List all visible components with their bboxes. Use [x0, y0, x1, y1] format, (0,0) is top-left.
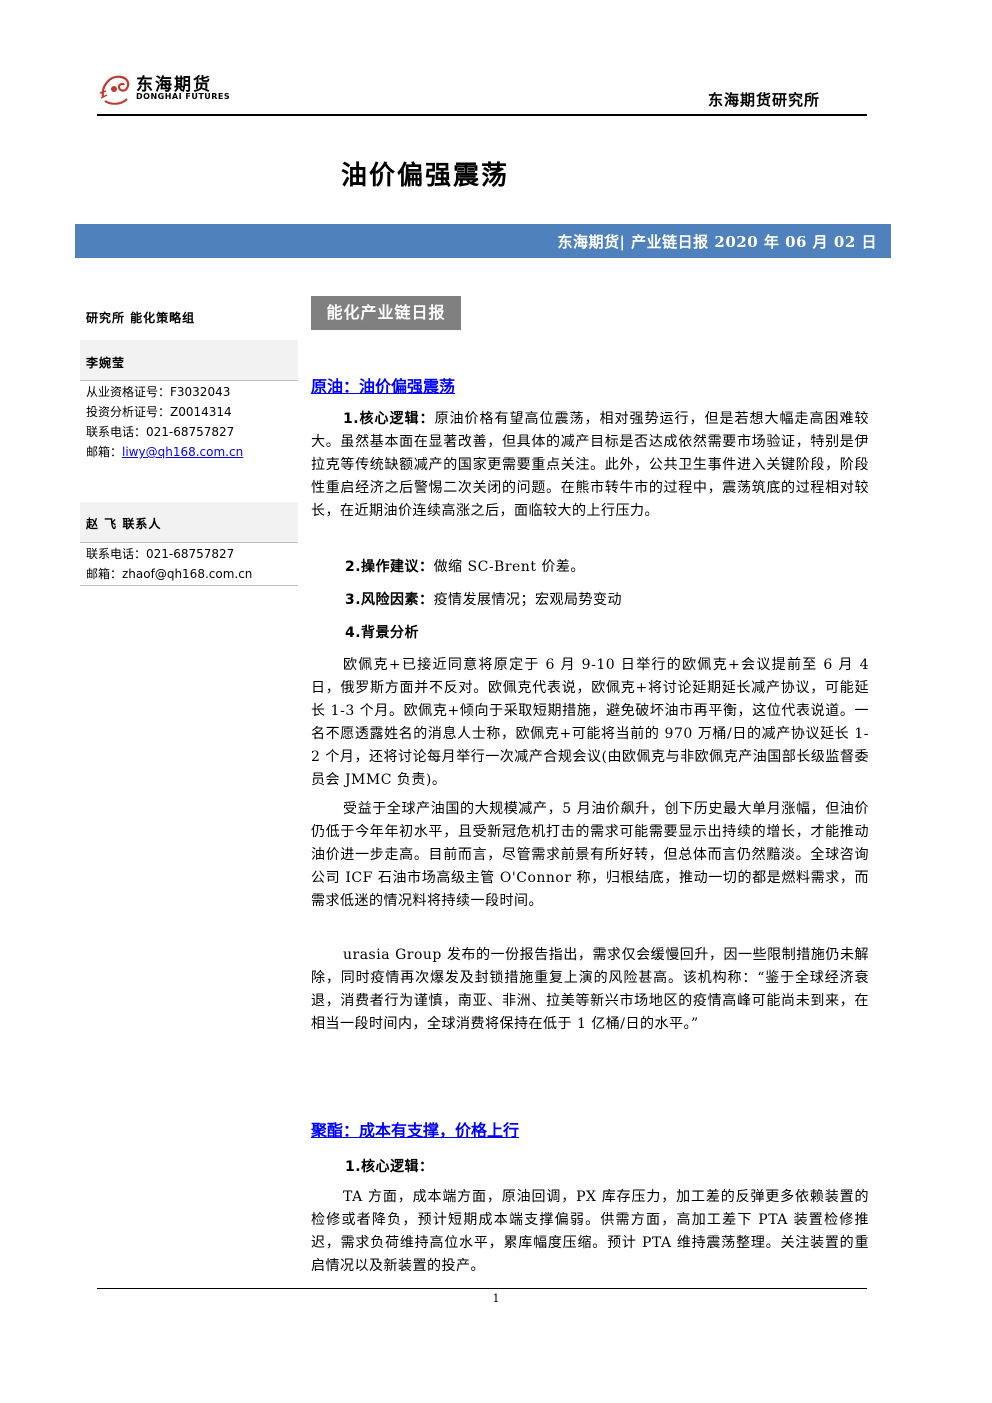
analyst2-phone: 联系电话：021-68757827	[86, 547, 235, 561]
analyst1-phone: 联系电话：021-68757827	[86, 425, 235, 439]
section-heading-crude[interactable]: 原油：油价偏强震荡	[311, 377, 456, 396]
crude-risk: 3.风险因素：疫情发展情况；宏观局势变动	[345, 589, 622, 609]
analyst1-info: 从业资格证号：F3032043 投资分析证号：Z0014314 联系电话：021…	[86, 382, 243, 462]
analyst2-email: 邮箱：zhaof@qh168.com.cn	[86, 567, 253, 581]
crude-item4-label: 4.背景分析	[345, 625, 420, 641]
analyst2-name-box	[80, 502, 298, 542]
crude-item3-label: 3.风险因素：	[345, 592, 434, 608]
report-banner	[75, 224, 891, 258]
page-title: 油价偏强震荡	[341, 161, 510, 191]
analyst1-name: 李婉莹	[86, 356, 126, 370]
crude-paragraph-1: 欧佩克+已接近同意将原定于 6 月 9-10 日举行的欧佩克+会议提前至 6 月…	[311, 657, 869, 788]
analyst1-email-row: 邮箱：liwy@qh168.com.cn	[86, 442, 243, 462]
donghai-logo	[99, 75, 130, 105]
analyst1-invest: 投资分析证号：Z0014314	[86, 405, 232, 419]
analyst1-name-box	[80, 340, 298, 380]
analyst1-email-link[interactable]: liwy@qh168.com.cn	[122, 445, 244, 459]
analyst1-email-label: 邮箱：	[86, 445, 123, 459]
analyst1-divider	[80, 380, 298, 381]
analyst2-name: 赵 飞 联系人	[86, 517, 162, 531]
footer-rule	[97, 1288, 867, 1289]
crude-paragraph-3: urasia Group 发布的一份报告指出，需求仅会缓慢回升，因一些限制措施仍…	[311, 947, 869, 1032]
page-number: 1	[492, 1292, 500, 1305]
dragon-emblem-icon	[99, 75, 130, 105]
logo-english-name: DONGHAI FUTURES	[136, 92, 231, 101]
polyester-paragraph-1: TA 方面，成本端方面，原油回调，PX 库存压力，加工差的反弹更多依赖装置的检修…	[311, 1189, 869, 1274]
crude-item2-label: 2.操作建议：	[345, 559, 434, 575]
crude-core-logic: 1.核心逻辑：原油价格有望高位震荡，相对强势运行，但是若想大幅走高困难较大。虽然…	[311, 408, 869, 523]
polyester-core-logic: 1.核心逻辑：	[345, 1156, 434, 1176]
crude-item1-label: 1.核心逻辑：	[343, 411, 435, 427]
crude-operation: 2.操作建议：做缩 SC-Brent 价差。	[345, 556, 585, 576]
polyester-item1-label: 1.核心逻辑：	[345, 1159, 434, 1175]
banner-text: 东海期货| 产业链日报 2020 年 06 月 02 日	[557, 233, 877, 251]
analyst2-info: 联系电话：021-68757827 邮箱：zhaof@qh168.com.cn	[86, 544, 252, 584]
crude-item2-text: 做缩 SC-Brent 价差。	[433, 559, 585, 575]
logo-chinese-name: 东海期货	[136, 75, 212, 95]
crude-paragraph-2: 受益于全球产油国的大规模减产，5 月油价飙升，创下历史最大单月涨幅，但油价仍低于…	[311, 801, 869, 909]
section-heading-polyester[interactable]: 聚酯：成本有支撑，价格上行	[311, 1121, 520, 1140]
sidebar-bottom-divider	[80, 585, 298, 586]
sidebar-dept: 研究所 能化策略组	[86, 311, 196, 325]
report-category-tag: 能化产业链日报	[311, 296, 461, 330]
crude-item1-text: 原油价格有望高位震荡，相对强势运行，但是若想大幅走高困难较大。虽然基本面在显著改…	[311, 411, 870, 519]
header-rule	[97, 114, 867, 116]
crude-item3-text: 疫情发展情况；宏观局势变动	[433, 592, 623, 608]
crude-background: 4.背景分析	[345, 622, 419, 642]
institute-name: 东海期货研究所	[707, 91, 820, 109]
analyst2-divider	[80, 542, 298, 543]
analyst1-qual: 从业资格证号：F3032043	[86, 385, 231, 399]
